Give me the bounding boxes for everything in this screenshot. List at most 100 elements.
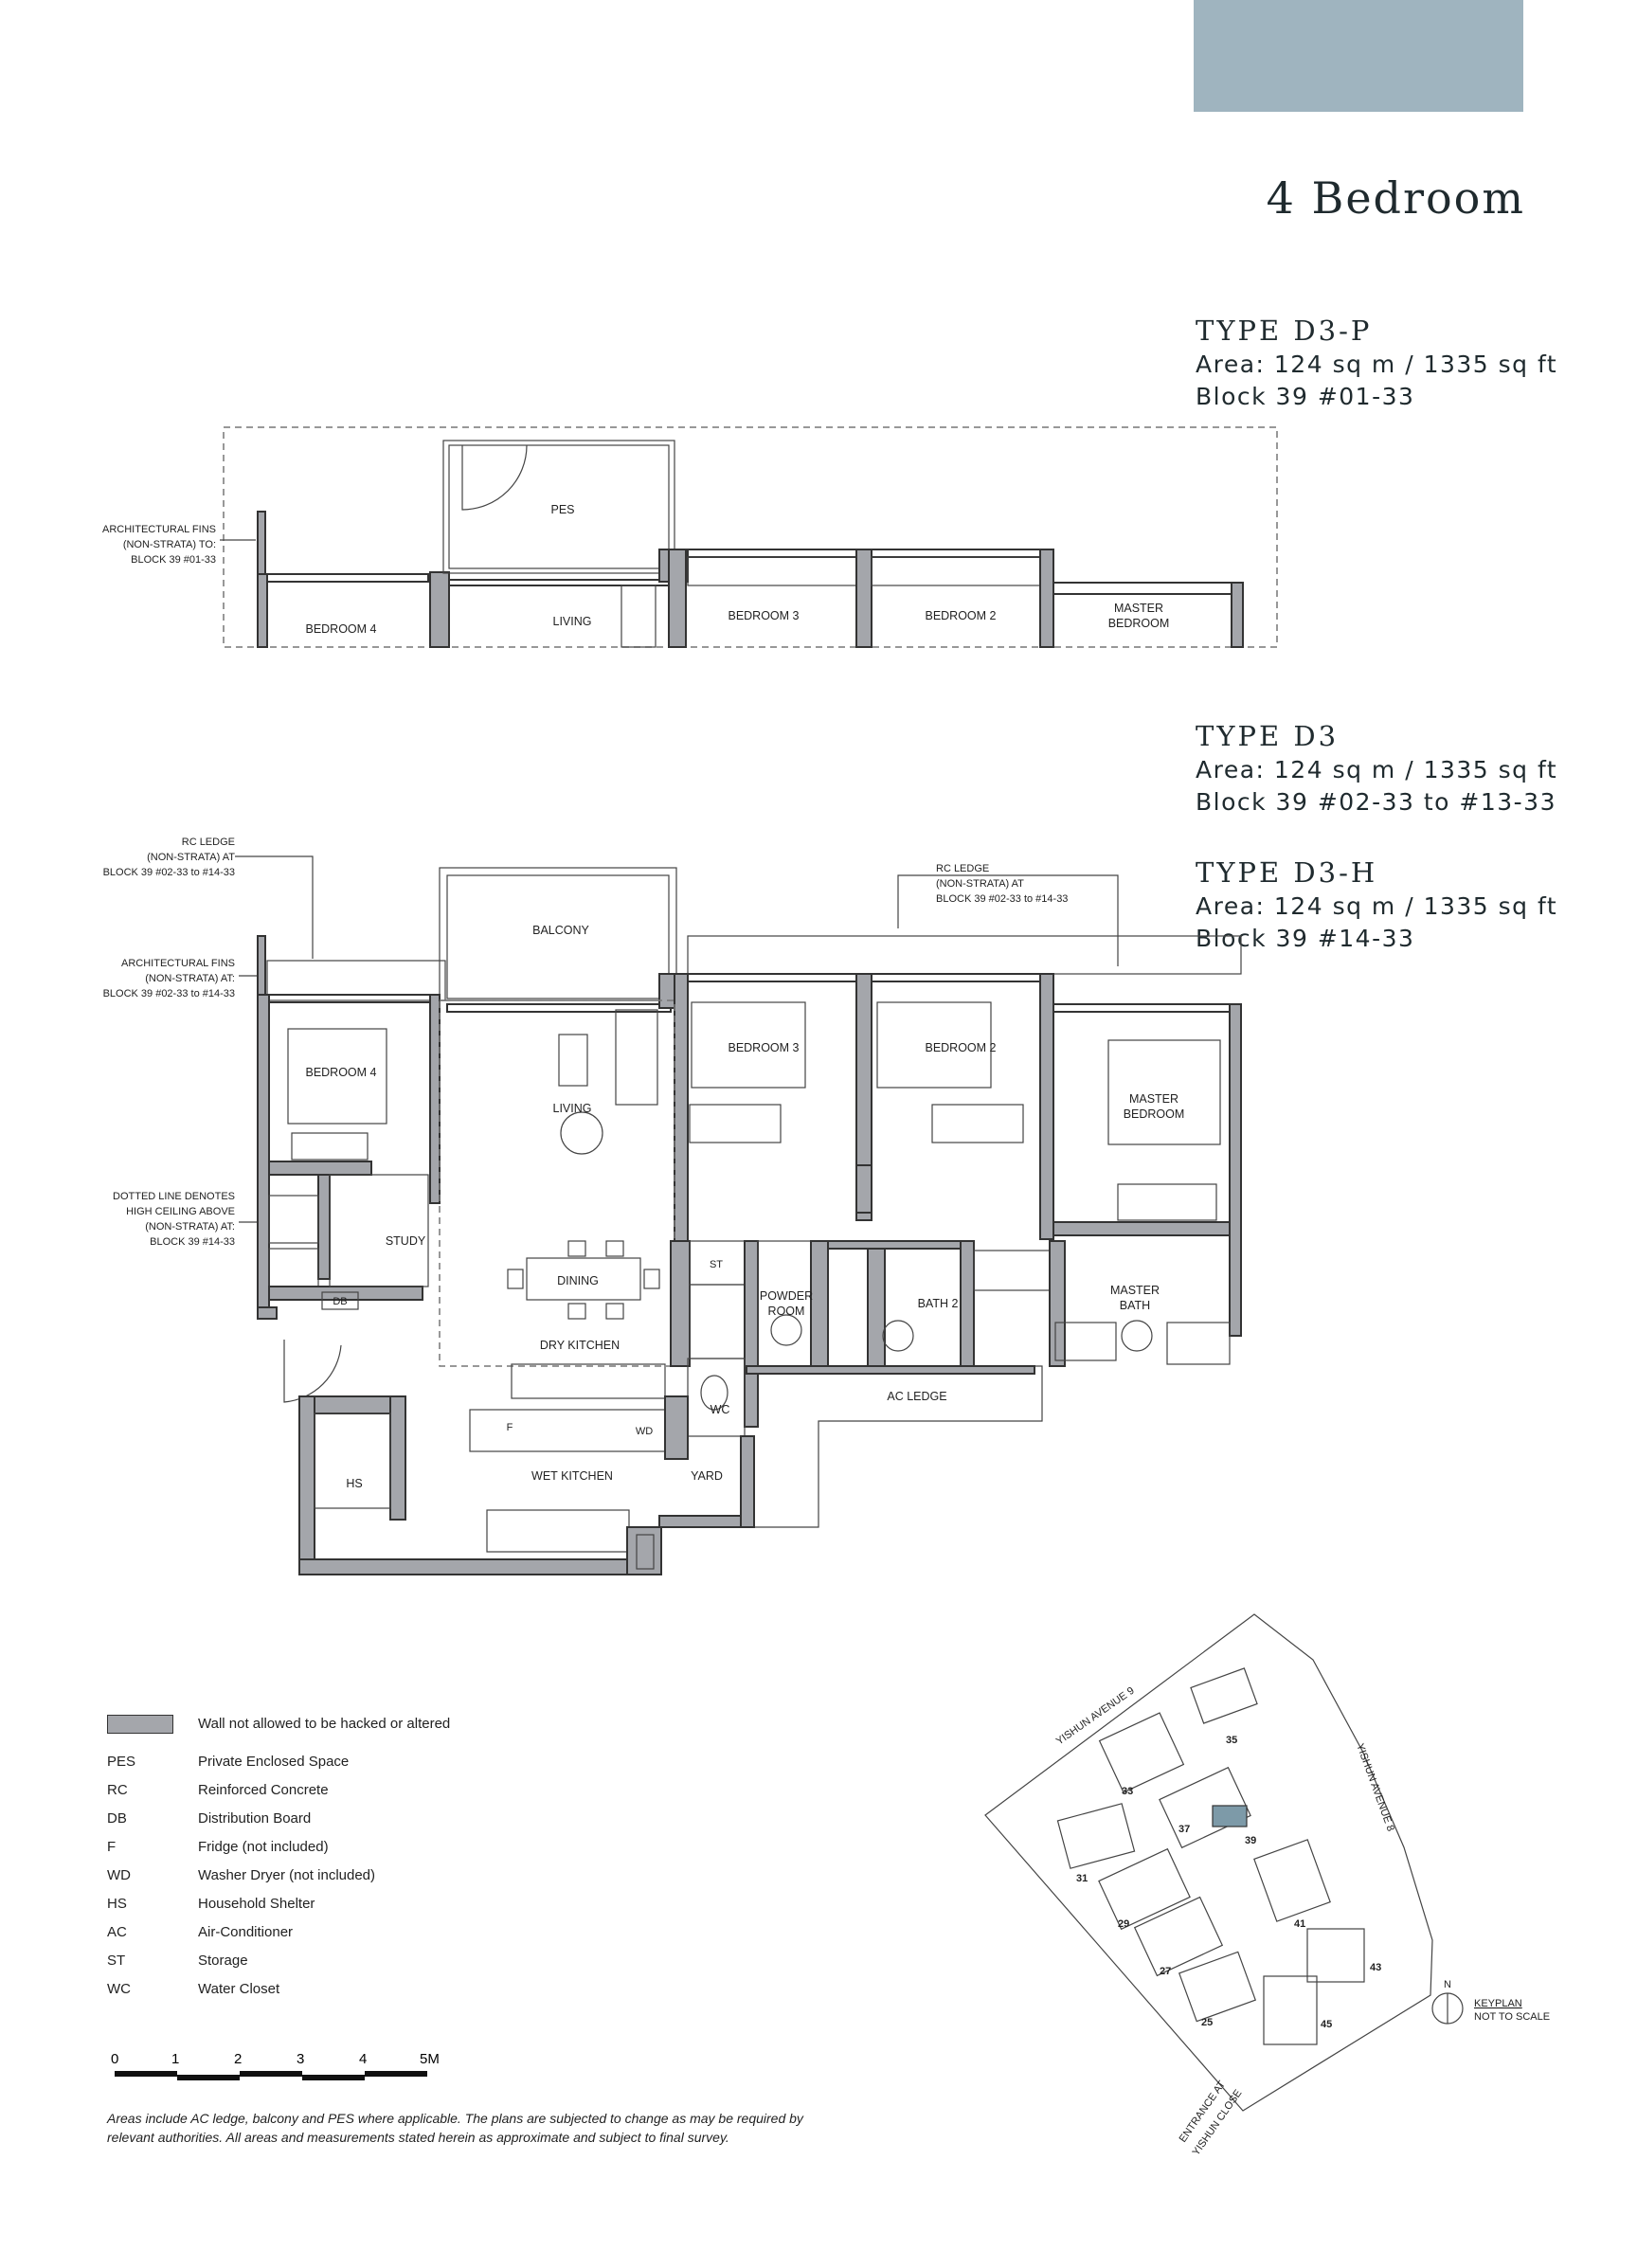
block-45 bbox=[1263, 1975, 1318, 2045]
window bbox=[266, 573, 429, 583]
room-label-master: BEDROOM bbox=[1124, 1107, 1185, 1121]
scale-segment bbox=[115, 2071, 177, 2077]
block-43 bbox=[1306, 1928, 1365, 1983]
block-35 bbox=[1190, 1667, 1258, 1724]
window bbox=[268, 994, 433, 1003]
room-label-bedroom2: BEDROOM 2 bbox=[925, 1041, 996, 1054]
room-label-bedroom3: BEDROOM 3 bbox=[728, 1041, 799, 1054]
room-label-study: STUDY bbox=[386, 1234, 426, 1248]
room-label-living: LIVING bbox=[553, 1102, 592, 1115]
leader-line bbox=[235, 855, 314, 959]
room-label-wd: WD bbox=[636, 1426, 653, 1437]
wall-west bbox=[257, 994, 270, 1308]
room-label-fridge: F bbox=[507, 1422, 513, 1433]
wall bbox=[658, 1515, 746, 1528]
legend-key: RC bbox=[107, 1782, 128, 1798]
ledge bbox=[871, 556, 1041, 586]
vanity bbox=[1054, 1322, 1117, 1361]
room-label-pes: PES bbox=[550, 503, 574, 516]
chair bbox=[605, 1240, 624, 1257]
cooker-counter bbox=[486, 1509, 630, 1553]
type-area: Area: 124 sq m / 1335 sq ft bbox=[1196, 756, 1558, 783]
room-label-bath2: BATH 2 bbox=[918, 1297, 959, 1310]
chair bbox=[643, 1269, 660, 1289]
window bbox=[871, 549, 1041, 558]
wall bbox=[855, 973, 872, 1221]
glazing bbox=[448, 579, 670, 586]
toilet bbox=[1121, 1320, 1153, 1352]
wall-swatch bbox=[107, 1715, 173, 1734]
block-number: 33 bbox=[1122, 1786, 1133, 1797]
desk bbox=[931, 1104, 1024, 1143]
room-label-hs: HS bbox=[346, 1477, 362, 1490]
note-rc-ledge: (NON-STRATA) AT bbox=[936, 878, 1024, 890]
entrance-door-swing bbox=[283, 1340, 342, 1403]
high-ceiling-dotted-line bbox=[439, 999, 675, 1367]
bed bbox=[691, 1001, 806, 1089]
note-fins: BLOCK 39 #02-33 to #14-33 bbox=[103, 988, 235, 999]
wall bbox=[867, 1248, 886, 1367]
wall bbox=[1049, 1240, 1066, 1367]
window bbox=[687, 973, 857, 982]
keyplan-title: KEYPLAN bbox=[1474, 1998, 1522, 2009]
window bbox=[1052, 582, 1232, 595]
pes-frame-inner bbox=[448, 444, 670, 569]
desk bbox=[1117, 1183, 1217, 1221]
legend-key: ST bbox=[107, 1953, 126, 1969]
pes-frame bbox=[442, 440, 675, 574]
note-rc-ledge: RC LEDGE bbox=[936, 863, 989, 874]
note-rc-ledge: RC LEDGE bbox=[182, 837, 235, 848]
note-fins: (NON-STRATA) TO: bbox=[123, 539, 216, 550]
top-plan: PES BEDROOM 4 LIVING BEDROOM 3 BEDROOM 2… bbox=[102, 426, 1278, 648]
page-title: 4 Bedroom bbox=[1266, 172, 1525, 224]
chair bbox=[605, 1303, 624, 1320]
pes-door-swing bbox=[461, 444, 528, 511]
window bbox=[871, 973, 1041, 982]
wall bbox=[317, 1174, 331, 1280]
room-label-ac-ledge: AC LEDGE bbox=[887, 1390, 946, 1403]
note-dotted: HIGH CEILING ABOVE bbox=[126, 1206, 235, 1217]
legend-key: WD bbox=[107, 1867, 131, 1883]
legend-desc: Wall not allowed to be hacked or altered bbox=[198, 1716, 451, 1732]
block-33 bbox=[1098, 1712, 1185, 1793]
wall bbox=[1039, 973, 1054, 1240]
note-fins: ARCHITECTURAL FINS bbox=[121, 958, 235, 969]
room-label-master: BEDROOM bbox=[1108, 617, 1170, 630]
room-label-master-bath: MASTER bbox=[1110, 1284, 1160, 1297]
shower bbox=[689, 1284, 747, 1359]
chair bbox=[567, 1240, 586, 1257]
wardrobe bbox=[268, 1195, 319, 1244]
type-name: TYPE D3 bbox=[1196, 720, 1340, 752]
legend-key: PES bbox=[107, 1754, 136, 1770]
type-block: Block 39 #02-33 to #13-33 bbox=[1196, 788, 1556, 816]
note-dotted: DOTTED LINE DENOTES bbox=[113, 1191, 235, 1202]
block-39-highlight bbox=[1212, 1805, 1248, 1827]
desk bbox=[689, 1104, 782, 1143]
room-label-bedroom3: BEDROOM 3 bbox=[728, 609, 799, 622]
balcony-frame-inner bbox=[446, 874, 670, 999]
note-fins: BLOCK 39 #01-33 bbox=[131, 554, 216, 566]
wall-east bbox=[1229, 1003, 1242, 1337]
block-29 bbox=[1098, 1847, 1191, 1931]
pes-boundary bbox=[223, 426, 1278, 648]
block-number: 29 bbox=[1118, 1918, 1129, 1930]
note-rc-ledge: (NON-STRATA) AT bbox=[147, 852, 235, 863]
room-label-db: DB bbox=[333, 1296, 347, 1307]
wall bbox=[1231, 582, 1244, 648]
wall bbox=[827, 1240, 962, 1250]
scale-tick-label: 3 bbox=[297, 2051, 304, 2067]
note-rc-ledge: BLOCK 39 #02-33 to #14-33 bbox=[936, 893, 1068, 905]
scale-tick-label: 4 bbox=[359, 2051, 367, 2067]
type-area: Area: 124 sq m / 1335 sq ft bbox=[1196, 351, 1558, 378]
type-d3p-info: TYPE D3-P Area: 124 sq m / 1335 sq ft Bl… bbox=[1196, 313, 1557, 413]
wall bbox=[429, 994, 441, 1204]
coffee-table bbox=[558, 1034, 588, 1087]
north-label: N bbox=[1444, 1979, 1451, 1990]
legend-desc: Water Closet bbox=[198, 1981, 280, 1997]
note-fins: ARCHITECTURAL FINS bbox=[102, 524, 216, 535]
wall bbox=[744, 1240, 759, 1428]
keyplan: YISHUN AVENUE 9 YISHUN AVENUE 8 ENTRANCE… bbox=[984, 1613, 1550, 2158]
wall bbox=[960, 1240, 975, 1367]
legend-desc: Fridge (not included) bbox=[198, 1839, 329, 1855]
block-25 bbox=[1178, 1951, 1257, 2023]
